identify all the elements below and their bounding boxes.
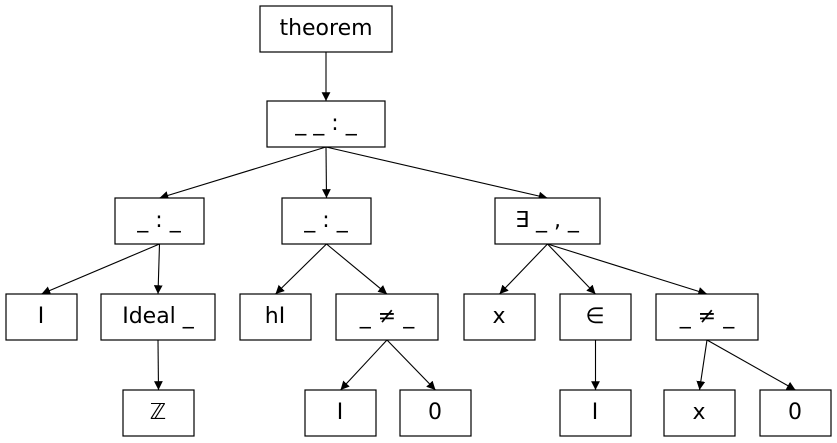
edge-arrow (696, 339, 708, 391)
node-label: 0 (788, 400, 802, 425)
node-label: 0 (428, 400, 442, 425)
node-label: _ ≠ _ (359, 304, 415, 329)
edge-arrow (325, 146, 548, 201)
edge-arrow (547, 243, 596, 295)
edge-layer (41, 52, 796, 391)
node-not-equal-right: _ ≠ _ (655, 293, 759, 341)
edge-arrow (547, 243, 708, 296)
edge-arrow (340, 339, 388, 391)
node-label: theorem (279, 16, 372, 41)
node-label: x (692, 400, 705, 425)
node-label: _ ≠ _ (679, 304, 735, 329)
node-ideal: Ideal _ (100, 293, 216, 341)
node-not-equal-left: _ ≠ _ (335, 293, 439, 341)
node-hI: hI (239, 293, 312, 341)
node-label: ∃ _ , _ (515, 208, 580, 233)
edge-arrow (154, 339, 163, 391)
edge-arrow (386, 339, 436, 391)
node-label: I (337, 400, 344, 425)
edge-arrow (326, 243, 388, 295)
node-I: I (304, 389, 377, 437)
node-theorem: theorem (259, 5, 393, 53)
node-label: _ _ : _ (294, 111, 357, 136)
node-label: ℤ (150, 400, 166, 425)
node-label: x (492, 304, 505, 329)
node-label: Ideal _ (122, 304, 195, 329)
node-pair-typed: _ _ : _ (266, 100, 386, 148)
node-integers: ℤ (122, 389, 195, 437)
node-typed-left: _ : _ (114, 197, 205, 245)
node-label: ∈ (585, 304, 604, 329)
node-label: I (38, 304, 45, 329)
edge-arrow (322, 146, 331, 199)
edge-arrow (275, 243, 327, 295)
node-label: _ : _ (136, 208, 181, 233)
edge-arrow (706, 339, 796, 391)
node-label: _ : _ (303, 208, 348, 233)
edge-arrow (159, 146, 327, 200)
edge-arrow (153, 243, 163, 295)
node-zero: 0 (399, 389, 472, 437)
node-I: I (559, 389, 632, 437)
node-element-of: ∈ (559, 293, 632, 341)
node-typed-middle: _ : _ (281, 197, 372, 245)
node-x: x (663, 389, 736, 437)
edge-arrow (41, 243, 160, 295)
node-x: x (463, 293, 536, 341)
edge-arrow (499, 243, 548, 295)
node-I: I (5, 293, 78, 341)
node-zero: 0 (759, 389, 832, 437)
node-exists: ∃ _ , _ (494, 197, 601, 245)
node-label: hI (265, 304, 285, 329)
node-label: I (592, 400, 599, 425)
